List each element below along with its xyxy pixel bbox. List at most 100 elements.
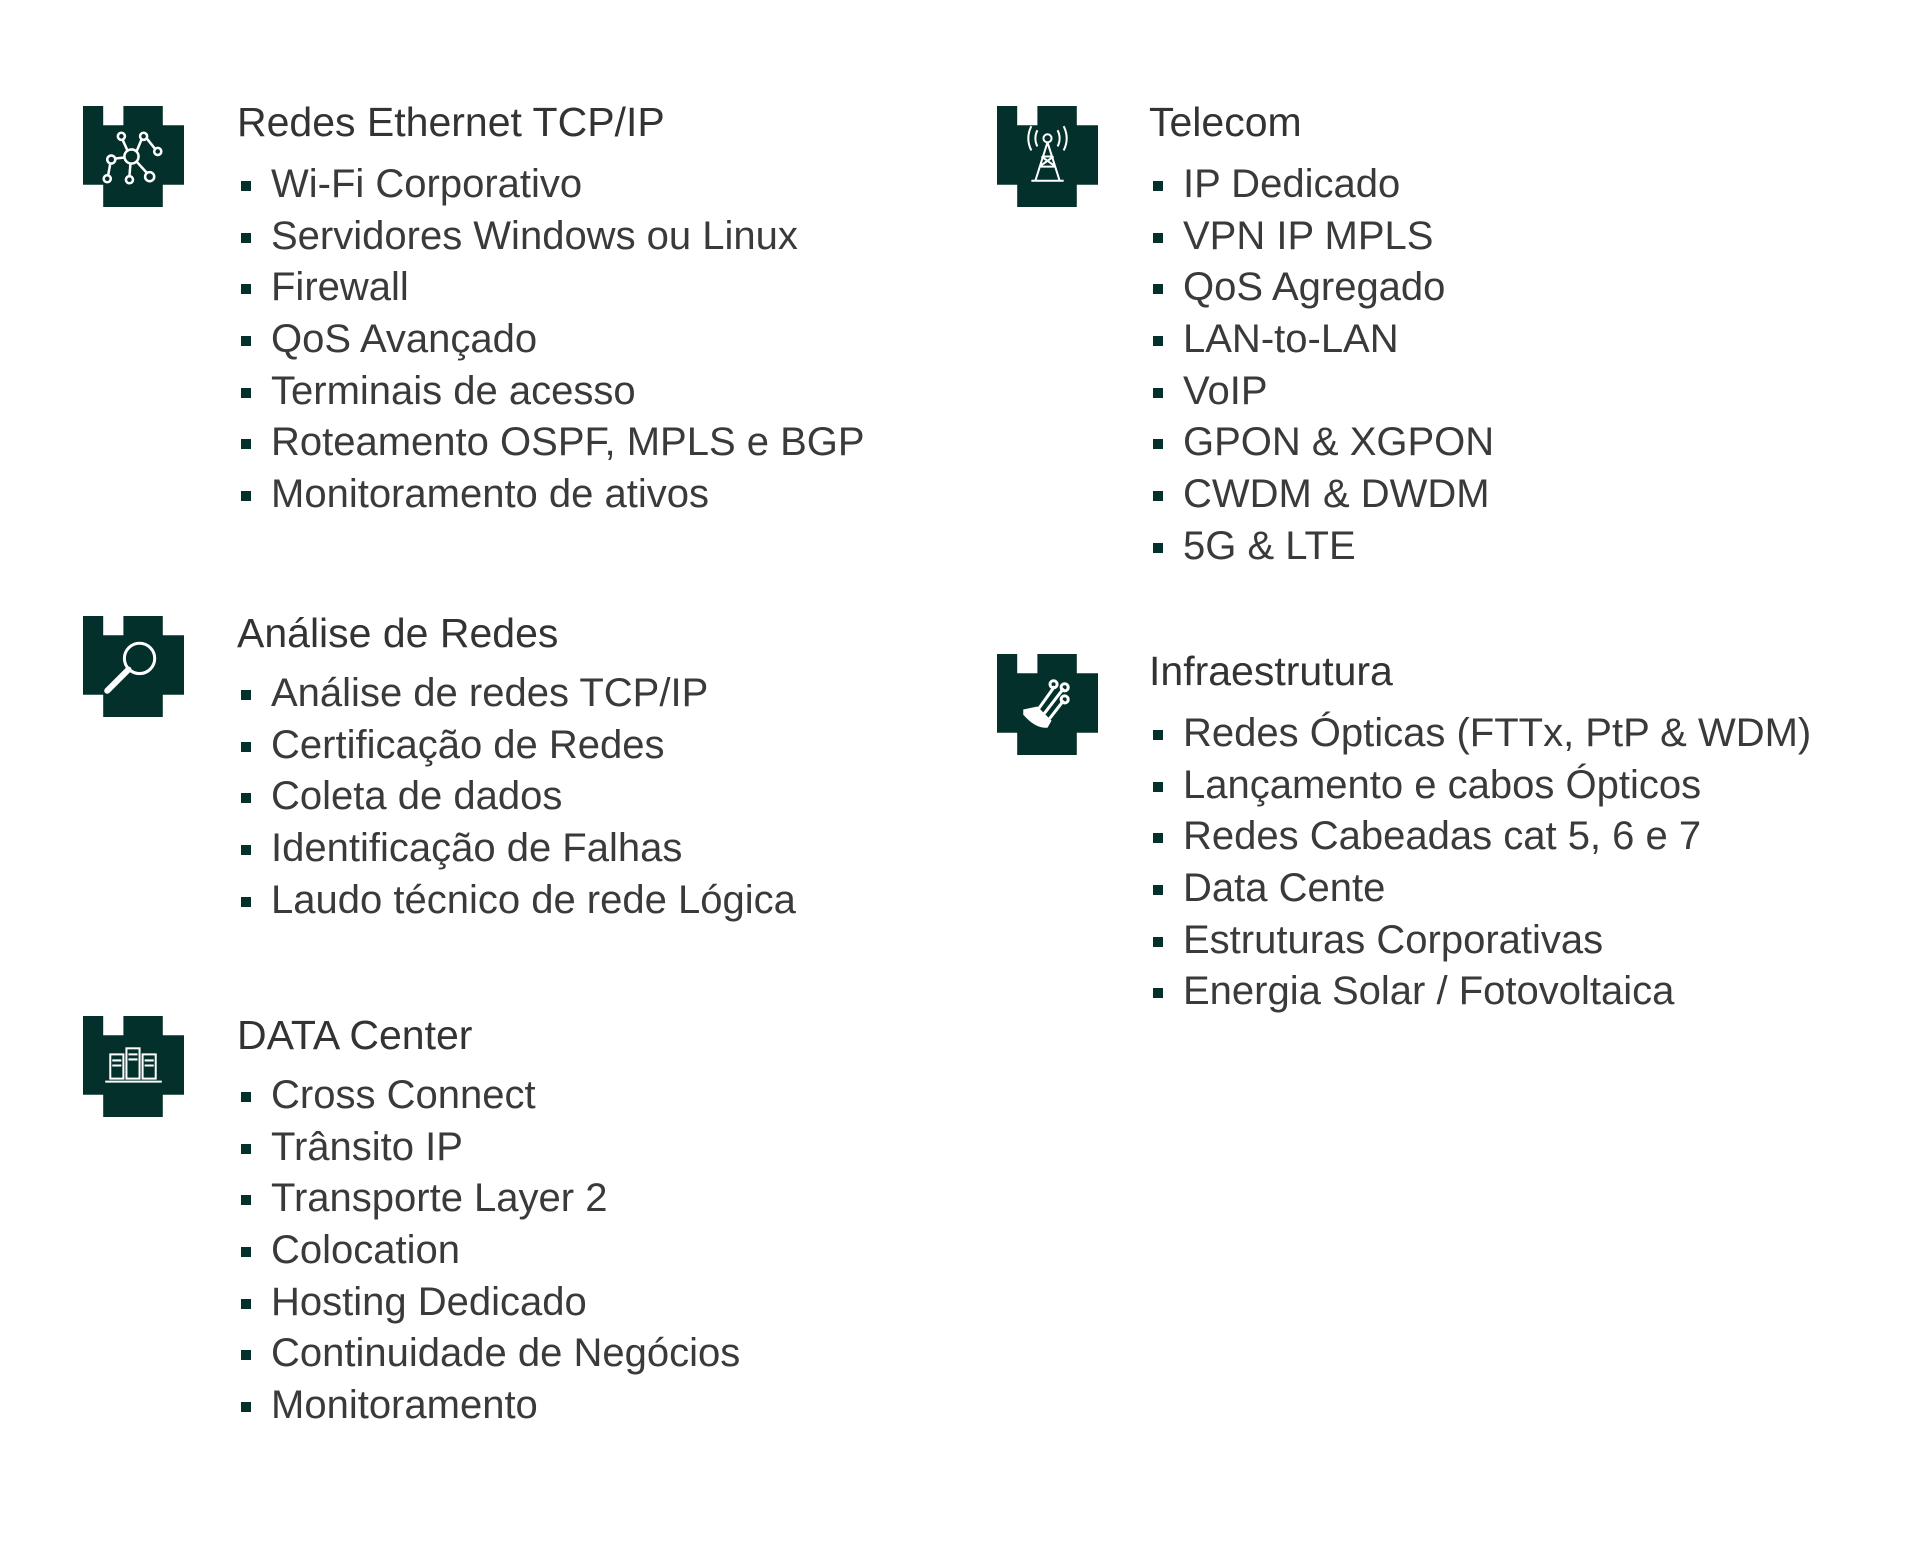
item-label: Firewall <box>271 265 409 310</box>
magnifier-icon <box>83 616 184 717</box>
bullet-icon <box>241 1143 251 1154</box>
item-label: IP Dedicado <box>1183 162 1401 206</box>
list-item: Wi-Fi Corporativo <box>237 159 865 211</box>
bullet-icon <box>241 793 251 804</box>
bullet-icon <box>1153 181 1163 191</box>
item-label: VoIP <box>1183 368 1268 413</box>
bullet-icon <box>241 232 251 243</box>
list-item: Coleta de dados <box>237 771 796 823</box>
item-label: 5G & LTE <box>1183 523 1356 568</box>
item-label: Transporte Layer 2 <box>271 1176 608 1221</box>
list-item: Redes Ópticas (FTTx, PtP & WDM) <box>1149 708 1811 760</box>
list-item: Lançamento e cabos Ópticos <box>1149 760 1811 812</box>
item-label: Coleta de dados <box>271 774 563 819</box>
bullet-icon <box>1153 936 1163 947</box>
item-label: Wi-Fi Corporativo <box>271 162 583 206</box>
item-label: CWDM & DWDM <box>1183 472 1490 517</box>
bullet-icon <box>1153 439 1163 450</box>
list-item: Estruturas Corporativas <box>1149 915 1811 967</box>
list-item: GPON & XGPON <box>1149 417 1494 469</box>
bullet-icon <box>241 336 251 347</box>
list-item: Hosting Dedicado <box>237 1277 740 1329</box>
bullet-icon <box>241 741 251 752</box>
bullet-icon <box>1153 284 1163 295</box>
bullet-icon <box>241 845 251 856</box>
bullet-icon <box>241 439 251 450</box>
item-label: Identificação de Falhas <box>271 826 683 871</box>
item-label: Monitoramento <box>271 1383 538 1428</box>
section-title: Telecom <box>1149 99 1302 145</box>
bullet-icon <box>1153 542 1163 553</box>
section-title: Infraestrutura <box>1149 648 1393 694</box>
item-label: Roteamento OSPF, MPLS e BGP <box>271 420 865 465</box>
bullet-icon <box>241 1092 251 1102</box>
item-label: Servidores Windows ou Linux <box>271 213 798 258</box>
item-label: VPN IP MPLS <box>1183 213 1434 258</box>
list-item: IP Dedicado <box>1149 159 1494 211</box>
list-item: CWDM & DWDM <box>1149 469 1494 521</box>
item-label: Hosting Dedicado <box>271 1279 587 1324</box>
list-item: VoIP <box>1149 366 1494 418</box>
item-label: Cross Connect <box>271 1073 536 1117</box>
item-label: Redes Ópticas (FTTx, PtP & WDM) <box>1183 711 1812 755</box>
list-item: Cross Connect <box>237 1070 740 1122</box>
item-label: Laudo técnico de rede Lógica <box>271 877 796 922</box>
bullet-icon <box>241 491 251 502</box>
bullet-icon <box>241 1402 251 1413</box>
bullet-icon <box>241 284 251 295</box>
item-label: GPON & XGPON <box>1183 420 1495 465</box>
item-label: Lançamento e cabos Ópticos <box>1183 762 1702 807</box>
list-item: VPN IP MPLS <box>1149 211 1494 263</box>
section-title: Redes Ethernet TCP/IP <box>237 99 665 145</box>
section-title: DATA Center <box>237 1012 473 1058</box>
item-label: QoS Agregado <box>1183 265 1446 310</box>
antenna-tower-icon <box>997 106 1098 207</box>
list-item: Laudo técnico de rede Lógica <box>237 875 796 927</box>
list-item: 5G & LTE <box>1149 521 1494 573</box>
service-list: Análise de redes TCP/IP Certificação de … <box>237 668 796 926</box>
item-label: Monitoramento de ativos <box>271 472 710 517</box>
service-list: Redes Ópticas (FTTx, PtP & WDM) Lançamen… <box>1149 708 1811 1018</box>
list-item: Transporte Layer 2 <box>237 1173 740 1225</box>
bullet-icon <box>1153 336 1163 347</box>
list-item: Redes Cabeadas cat 5, 6 e 7 <box>1149 811 1811 863</box>
item-label: Estruturas Corporativas <box>1183 917 1604 962</box>
bullet-icon <box>1153 781 1163 792</box>
bullet-icon <box>1153 988 1163 999</box>
list-item: Continuidade de Negócios <box>237 1328 740 1380</box>
item-label: Certificação de Redes <box>271 722 665 767</box>
section-title: Análise de Redes <box>237 610 559 656</box>
item-label: Terminais de acesso <box>271 368 636 413</box>
service-list: Wi-Fi Corporativo Servidores Windows ou … <box>237 159 865 521</box>
item-label: Continuidade de Negócios <box>271 1331 741 1376</box>
bullet-icon <box>241 387 251 398</box>
service-list: Cross Connect Trânsito IP Transporte Lay… <box>237 1070 740 1432</box>
bullet-icon <box>1153 730 1163 740</box>
item-label: LAN-to-LAN <box>1183 317 1399 362</box>
bullet-icon <box>241 1298 251 1309</box>
list-item: Energia Solar / Fotovoltaica <box>1149 966 1811 1018</box>
item-label: Energia Solar / Fotovoltaica <box>1183 969 1675 1014</box>
list-item: Data Cente <box>1149 863 1811 915</box>
bullet-icon <box>1153 833 1163 844</box>
list-item: Firewall <box>237 262 865 314</box>
list-item: Análise de redes TCP/IP <box>237 668 796 720</box>
item-label: Redes Cabeadas cat 5, 6 e 7 <box>1183 814 1702 859</box>
list-item: Servidores Windows ou Linux <box>237 211 865 263</box>
item-label: Colocation <box>271 1228 461 1273</box>
list-item: QoS Agregado <box>1149 262 1494 314</box>
bullet-icon <box>241 1195 251 1206</box>
item-label: Data Cente <box>1183 866 1386 911</box>
bullet-icon <box>241 690 251 700</box>
bullet-icon <box>241 1350 251 1361</box>
fiber-cable-icon <box>997 654 1098 755</box>
list-item: Colocation <box>237 1225 740 1277</box>
list-item: QoS Avançado <box>237 314 865 366</box>
item-label: Análise de redes TCP/IP <box>271 671 709 715</box>
bullet-icon <box>1153 232 1163 243</box>
bullet-icon <box>1153 491 1163 502</box>
bullet-icon <box>241 1247 251 1258</box>
service-list: IP Dedicado VPN IP MPLS QoS Agregado LAN… <box>1149 159 1494 573</box>
network-nodes-icon <box>83 106 184 207</box>
bullet-icon <box>241 896 251 907</box>
